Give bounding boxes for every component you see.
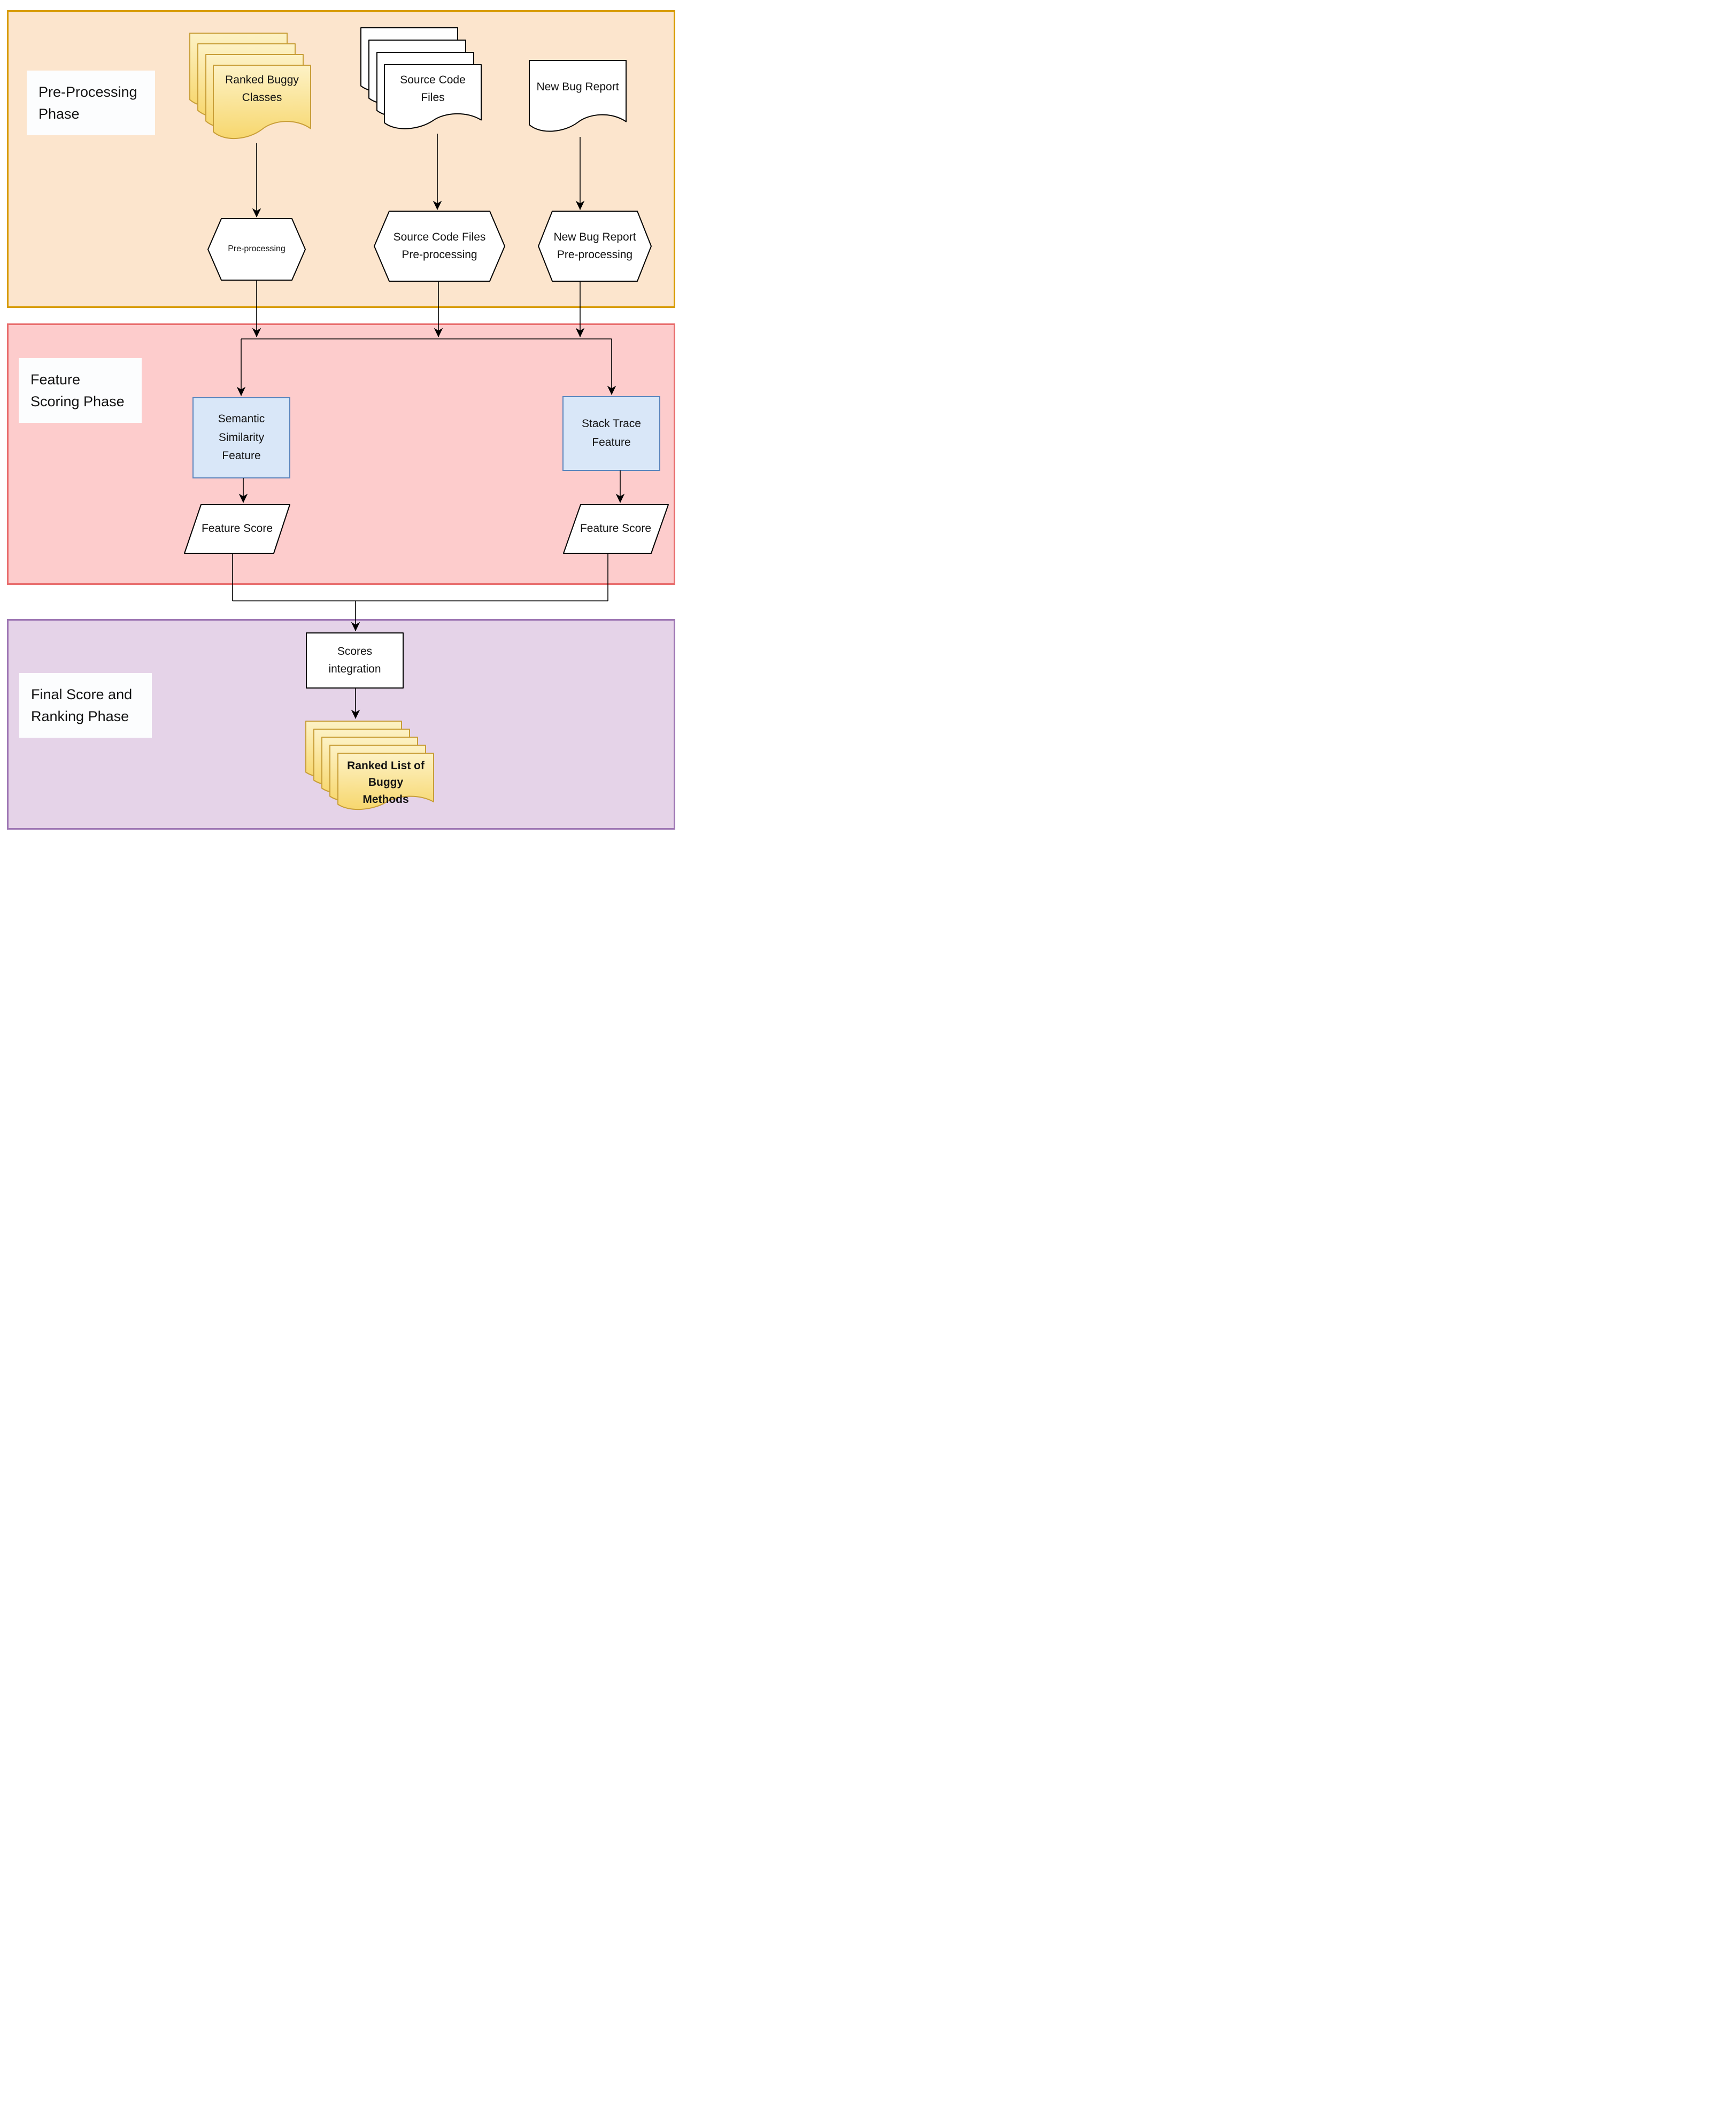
stack-trace-feature-box [562,396,660,471]
semantic-similarity-feature-box [192,397,290,478]
scores-integration-box [306,632,404,689]
source-code-files-label: Source Code Files [400,74,466,104]
preprocessing-label: Pre-processing [228,244,286,254]
ranked-buggy-classes-label: Ranked Buggy Classes [225,74,299,104]
stack-trace-feature-label: Stack Trace Feature [582,418,641,449]
preprocessing-hexagon [207,218,306,281]
flowchart-canvas: Pre-Processing Phase Feature Scoring Pha… [0,0,684,838]
source-code-preprocessing-label: Source Code Files Pre-processing [393,230,486,261]
phase-label-final-score: Final Score and Ranking Phase [19,673,152,738]
feature-score-right-label: Feature Score [580,522,652,535]
new-bug-preprocessing-hexagon [538,211,652,282]
phase-label-feature-scoring: Feature Scoring Phase [19,358,142,423]
source-code-preprocessing-hexagon [374,211,505,282]
feature-score-left-label: Feature Score [201,522,273,535]
new-bug-preprocessing-label: New Bug Report Pre-processing [553,230,636,261]
ranked-list-buggy-methods-label: Ranked List of Buggy Methods [347,759,425,806]
new-bug-report-label: New Bug Report [536,80,619,93]
feature-score-right-parallelogram [563,504,669,554]
semantic-similarity-feature-label: Semantic Similarity Feature [218,413,265,462]
phase-label-preprocessing: Pre-Processing Phase [27,71,155,135]
scores-integration-label: Scores integration [328,645,381,675]
diagram-shapes-layer [184,27,669,810]
feature-score-left-parallelogram [184,504,290,554]
